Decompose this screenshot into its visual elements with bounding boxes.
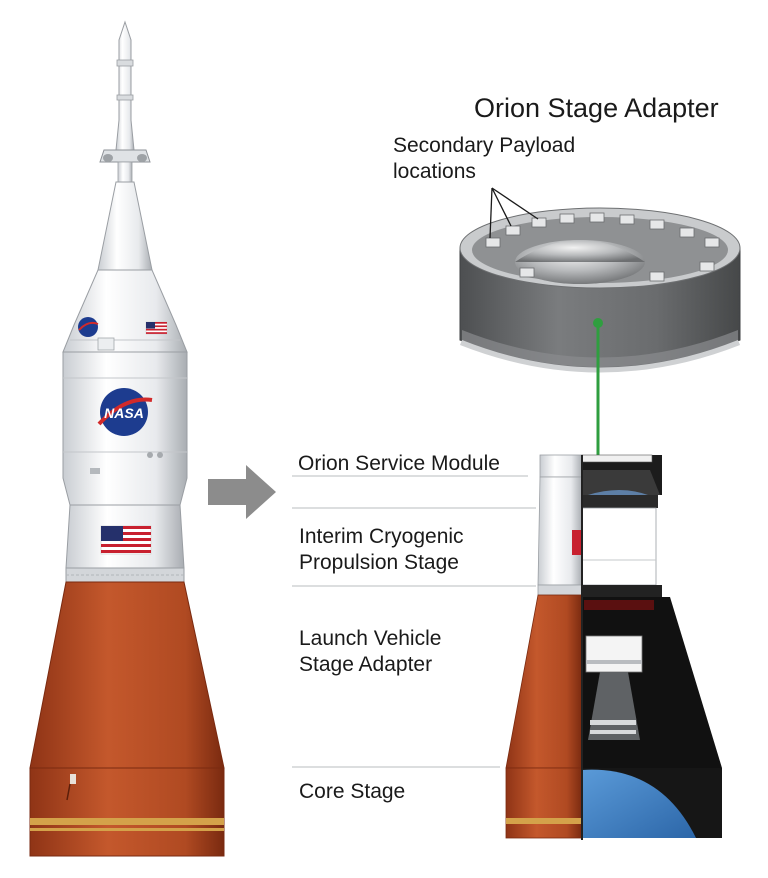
core-stage-tank-dome xyxy=(582,769,696,838)
cutaway-stack xyxy=(505,454,722,840)
label-orion-service-module: Orion Service Module xyxy=(298,452,500,475)
diagram-title: Orion Stage Adapter xyxy=(474,93,719,123)
callout-line-2: locations xyxy=(393,160,476,183)
callout-line-1: Secondary Payload xyxy=(393,134,576,157)
label-icps-line-1: Interim Cryogenic xyxy=(299,525,464,548)
abort-tower xyxy=(115,20,135,151)
section-dividers xyxy=(292,475,536,768)
label-core-stage: Core Stage xyxy=(299,780,406,803)
rocket-stack: NASA xyxy=(29,20,225,857)
label-icps: Interim Cryogenic Propulsion Stage xyxy=(299,524,464,576)
abort-motor-nozzles xyxy=(99,149,151,183)
label-lvsa-line-2: Stage Adapter xyxy=(299,653,433,676)
nasa-logo: NASA xyxy=(97,388,153,436)
secondary-payload-callout: Secondary Payload locations xyxy=(393,133,575,185)
secondary-payload-mounts xyxy=(485,212,720,282)
orion-stage-adapter xyxy=(459,187,741,482)
callout-lines xyxy=(489,187,539,239)
nasa-logo-small xyxy=(78,317,99,337)
core-stage xyxy=(29,767,225,857)
launch-abort-fairing xyxy=(97,181,153,271)
label-lvsa-line-1: Launch Vehicle xyxy=(299,627,442,650)
label-icps-line-2: Propulsion Stage xyxy=(299,551,459,574)
right-arrow xyxy=(208,465,276,519)
nasa-logo-text: NASA xyxy=(104,405,144,421)
label-lvsa: Launch Vehicle Stage Adapter xyxy=(299,626,441,678)
us-flag-small xyxy=(145,321,168,335)
launch-vehicle-stage-adapter xyxy=(29,581,225,769)
us-flag xyxy=(100,525,152,555)
